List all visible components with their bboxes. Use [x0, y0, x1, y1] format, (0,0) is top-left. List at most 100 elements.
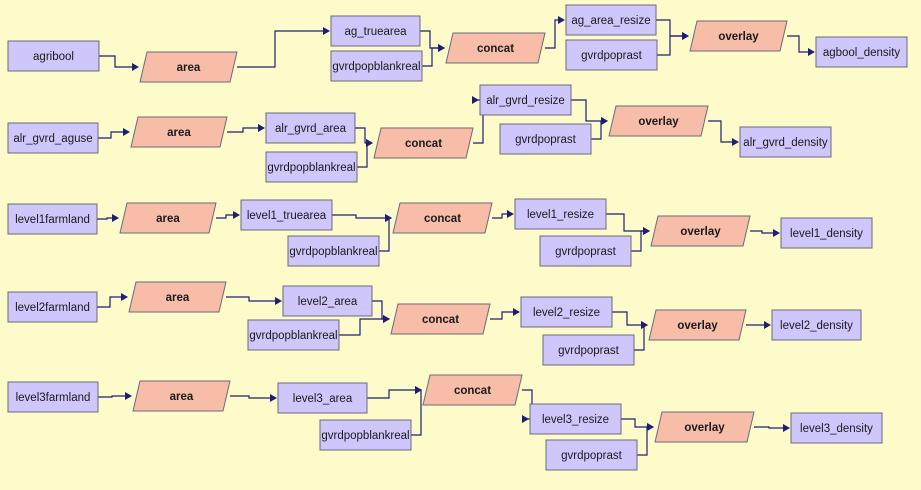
data-shape — [529, 403, 622, 435]
data-shape — [7, 381, 99, 413]
concat-tool-node-row1[interactable]: concat — [445, 32, 546, 64]
data-label: gvrdpoprast — [555, 246, 617, 258]
overlay-tool-node-row4[interactable]: overlay — [648, 309, 747, 341]
connector-pop-to-overlay-row5 — [637, 426, 648, 456]
nodes-layer: agribool area ag_truearea gvrdpopblankreal c… — [7, 4, 908, 471]
source-data-node-row3[interactable]: level1farmland — [7, 203, 98, 235]
connector-output-to-concat-row4 — [372, 300, 384, 320]
area-output-data-node-row5[interactable]: level3_area — [277, 382, 368, 414]
source-data-node-row1[interactable]: agribool — [7, 40, 100, 72]
blank-data-node-row2[interactable]: gvrdpopblankreal — [265, 151, 358, 183]
data-shape — [565, 39, 658, 71]
source-data-node-row5[interactable]: level3farmland — [7, 381, 99, 413]
resize-data-node-row5[interactable]: level3_resize — [529, 403, 622, 435]
overlay-tool-node-row2[interactable]: overlay — [608, 105, 709, 137]
pop-data-node-row3[interactable]: gvrdpoprast — [539, 235, 632, 267]
area-tool-node-row1[interactable]: area — [139, 51, 238, 83]
arrowhead — [641, 321, 648, 329]
connector-overlay-to-density-row5 — [754, 426, 784, 429]
tool-shape — [139, 51, 238, 83]
data-shape — [520, 296, 613, 328]
blank-data-node-row1[interactable]: gvrdpopblankreal — [330, 50, 423, 82]
area-tool-node-row4[interactable]: area — [128, 281, 227, 313]
density-data-node-row5[interactable]: level3_density — [790, 412, 883, 444]
area-output-data-node-row3[interactable]: level1_truearea — [240, 199, 333, 231]
arrowhead — [808, 48, 815, 56]
area-output-data-node-row1[interactable]: ag_truearea — [330, 15, 421, 47]
resize-data-node-row4[interactable]: level2_resize — [520, 296, 613, 328]
overlay-tool-node-row3[interactable]: overlay — [650, 215, 751, 247]
connector-concat-to-resize-row3 — [492, 213, 508, 219]
arrowhead — [121, 293, 128, 301]
data-label: level1_resize — [527, 209, 594, 221]
tool-shape — [128, 281, 227, 313]
density-data-node-row1[interactable]: agbool_density — [815, 36, 908, 68]
tool-shape — [689, 20, 788, 52]
density-data-node-row3[interactable]: level1_density — [780, 217, 873, 249]
tool-shape — [608, 105, 709, 137]
overlay-tool-node-row1[interactable]: overlay — [689, 20, 788, 52]
concat-tool-node-row5[interactable]: concat — [422, 374, 523, 406]
area-tool-node-row2[interactable]: area — [130, 116, 228, 148]
data-label: gvrdpopblankreal — [321, 430, 409, 442]
data-label: level2_resize — [533, 307, 600, 319]
arrowhead — [513, 308, 520, 316]
data-label: gvrdpoprast — [561, 450, 623, 462]
density-data-node-row4[interactable]: level2_density — [771, 309, 862, 341]
connector-blank-to-concat-row4 — [339, 318, 384, 336]
area-tool-node-row5[interactable]: area — [132, 380, 231, 412]
pop-data-node-row1[interactable]: gvrdpoprast — [565, 39, 658, 71]
arrowhead — [112, 214, 119, 222]
concat-tool-node-row2[interactable]: concat — [373, 127, 474, 159]
source-data-node-row2[interactable]: alr_gvrd_aguse — [7, 122, 99, 154]
data-shape — [771, 309, 862, 341]
tool-label: overlay — [680, 226, 721, 238]
connector-overlay-to-density-row1 — [787, 35, 809, 53]
area-output-data-node-row4[interactable]: level2_area — [282, 285, 373, 317]
arrowhead — [472, 96, 479, 104]
area-output-data-node-row2[interactable]: alr_gvrd_area — [265, 112, 356, 144]
resize-data-node-row2[interactable]: alr_gvrd_resize — [479, 84, 572, 116]
arrowhead — [783, 424, 790, 432]
overlay-tool-node-row5[interactable]: overlay — [654, 411, 755, 443]
blank-data-node-row4[interactable]: gvrdpopblankreal — [247, 319, 340, 351]
data-label: level3farmland — [16, 392, 91, 404]
connector-pop-to-overlay-row3 — [631, 230, 644, 252]
pop-data-node-row2[interactable]: gvrdpoprast — [499, 123, 592, 155]
tool-shape — [654, 411, 755, 443]
arrowhead — [132, 63, 139, 71]
data-shape — [514, 198, 607, 230]
tool-shape — [392, 202, 493, 234]
tool-label: area — [166, 292, 190, 304]
area-tool-node-row3[interactable]: area — [119, 202, 217, 234]
connector-pop-to-overlay-row2 — [591, 120, 602, 140]
data-label: agbool_density — [823, 47, 901, 59]
pop-data-node-row4[interactable]: gvrdpoprast — [542, 334, 635, 366]
resize-data-node-row1[interactable]: ag_area_resize — [565, 4, 657, 36]
connector-concat-to-resize-row1 — [545, 19, 559, 49]
arrowhead — [275, 297, 282, 305]
data-shape — [7, 291, 98, 323]
tool-shape — [119, 202, 217, 234]
pop-data-node-row5[interactable]: gvrdpoprast — [545, 439, 638, 471]
arrowhead — [438, 44, 445, 52]
tool-label: area — [167, 127, 191, 139]
data-shape — [265, 112, 356, 144]
connector-area-to-output-row4 — [226, 296, 276, 302]
source-data-node-row4[interactable]: level2farmland — [7, 291, 98, 323]
blank-data-node-row5[interactable]: gvrdpopblankreal — [319, 419, 412, 451]
arrowhead — [764, 321, 771, 329]
tool-label: overlay — [638, 116, 679, 128]
connector-pop-to-overlay-row4 — [634, 324, 645, 351]
data-shape — [319, 419, 412, 451]
density-data-node-row2[interactable]: alr_gvrd_density — [739, 126, 832, 158]
tool-shape — [650, 215, 751, 247]
concat-tool-node-row4[interactable]: concat — [390, 303, 491, 335]
resize-data-node-row3[interactable]: level1_resize — [514, 198, 607, 230]
connector-resize-to-overlay-row1 — [656, 19, 683, 37]
concat-tool-node-row3[interactable]: concat — [392, 202, 493, 234]
data-shape — [7, 122, 99, 154]
blank-data-node-row3[interactable]: gvrdpopblankreal — [287, 235, 380, 267]
data-label: gvrdpopblankreal — [332, 61, 420, 73]
arrowhead — [323, 27, 330, 35]
